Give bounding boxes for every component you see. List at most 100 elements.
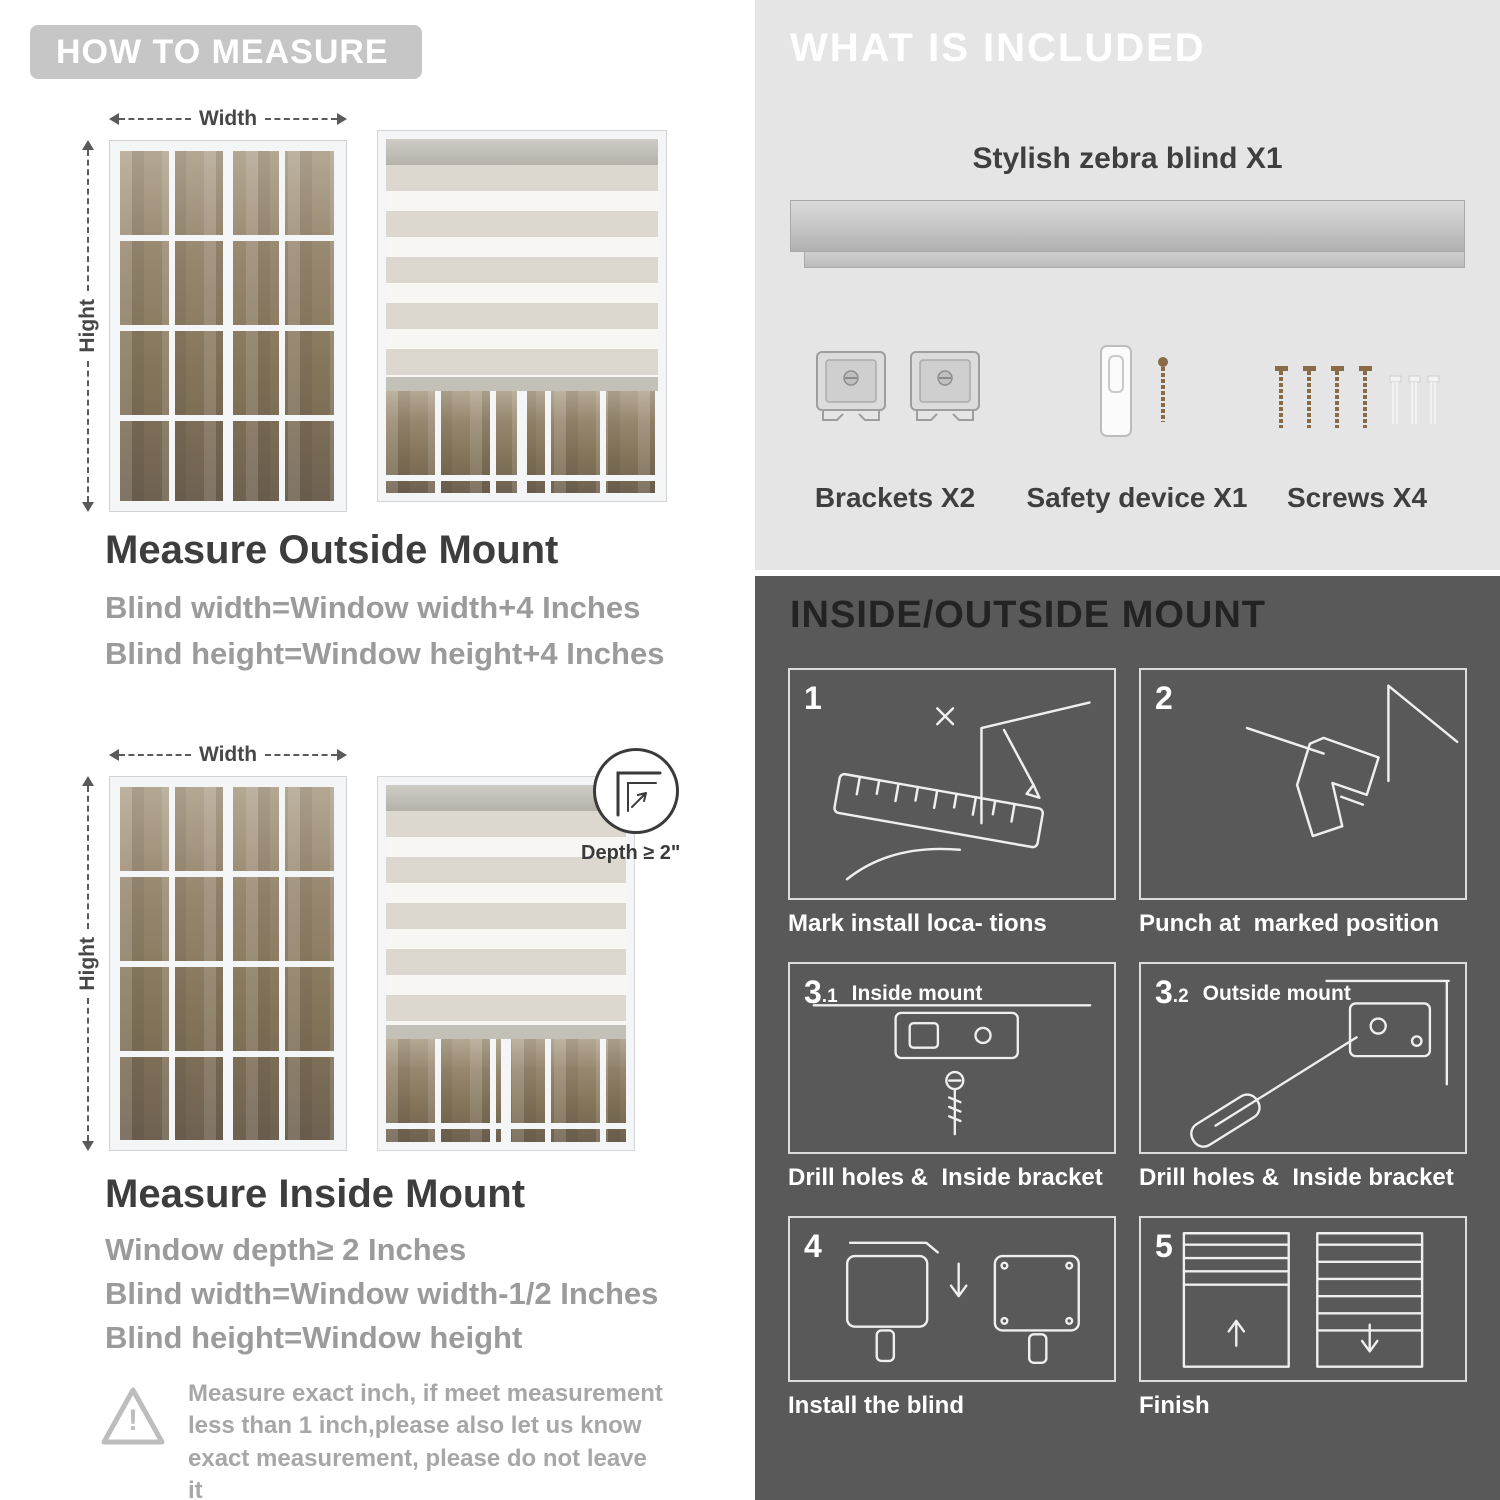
screws-icon <box>1275 366 1440 428</box>
inside-bracket-screw-icon <box>812 1004 1092 1136</box>
width-measure-arrow: Width <box>109 743 347 766</box>
window-photo <box>109 776 347 1151</box>
blind-stripes <box>386 165 658 378</box>
step-number-main: 1 <box>804 680 822 716</box>
step-2-illustration: 2 <box>1139 668 1467 900</box>
inside-rule-depth: Window depth≥ 2 Inches <box>105 1232 467 1267</box>
outside-formula-height: Blind height=Window height+4 Inches <box>105 636 665 671</box>
blind-cassette <box>386 785 626 811</box>
arrowhead-up-icon <box>82 140 94 150</box>
step-caption: Drill holes & Inside bracket <box>1139 1164 1454 1191</box>
arrowhead-right-icon <box>337 749 347 761</box>
inside-formula-height: Blind height=Window height <box>105 1320 523 1355</box>
dashed-line <box>119 118 191 120</box>
arrowhead-right-icon <box>337 113 347 125</box>
width-label: Width <box>198 743 258 766</box>
step-5: 5 <box>1139 1216 1467 1420</box>
step-number-sub: .2 <box>1172 986 1189 1007</box>
mount-header: INSIDE/OUTSIDE MOUNT <box>790 594 1267 636</box>
window-corner-detail-icon <box>616 771 662 817</box>
inside-mount-figure: Width Hight Depth ≥ 2" <box>75 736 725 1166</box>
window-glass <box>120 787 336 1140</box>
blind-headrail-image <box>790 200 1465 268</box>
window-glass <box>386 1039 626 1142</box>
step-5-illustration: 5 <box>1139 1216 1467 1382</box>
step-number: 1 <box>804 680 836 717</box>
step-1: 1 <box>788 668 1116 938</box>
step-number: 5 <box>1155 1228 1187 1265</box>
dashed-line <box>87 998 89 1141</box>
zebra-blind-item-label: Stylish zebra blind X1 <box>972 142 1283 175</box>
step-tag: Outside mount <box>1202 982 1351 1005</box>
step-1-illustration: 1 <box>788 668 1116 900</box>
how-to-measure-header: HOW TO MEASURE <box>30 25 422 79</box>
blind-cassette <box>386 139 658 165</box>
headrail-bar <box>790 200 1465 252</box>
what-is-included-header: WHAT IS INCLUDED <box>790 26 1206 70</box>
measure-note: Measure exact inch, if meet measurement … <box>188 1380 663 1500</box>
dashed-line <box>87 360 89 502</box>
dashed-line <box>265 118 337 120</box>
drill-icon <box>1245 684 1459 838</box>
brackets-image <box>811 348 985 428</box>
window-glass <box>386 391 658 493</box>
install-blind-icon <box>845 1241 1080 1365</box>
step-number-main: 3 <box>1155 974 1173 1010</box>
outside-mount-figure: Width Hight <box>75 100 725 530</box>
blind-bottom-rail <box>386 1025 626 1040</box>
step-number-sub: .1 <box>821 986 838 1007</box>
mount-steps-grid: 1 <box>788 668 1467 1420</box>
step-number: 2 <box>1155 680 1187 717</box>
depth-label: Depth ≥ 2" <box>581 842 681 864</box>
step-4: 4 Install the blind <box>788 1216 1116 1420</box>
window-photo <box>109 140 347 512</box>
arrowhead-down-icon <box>82 1141 94 1151</box>
step-caption: Punch at marked position <box>1139 910 1440 937</box>
dashed-line <box>119 754 191 756</box>
step-number-main: 3 <box>804 974 822 1010</box>
blind-stripes <box>386 811 626 1026</box>
outside-mount-title: Measure Outside Mount <box>105 528 559 572</box>
arrowhead-left-icon <box>109 749 119 761</box>
height-measure-arrow: Hight <box>75 140 101 512</box>
step-caption: Install the blind <box>788 1392 965 1419</box>
what-is-included-panel: WHAT IS INCLUDED Stylish zebra blind X1 <box>755 0 1500 570</box>
width-label: Width <box>198 107 258 130</box>
bracket-icon <box>816 351 886 421</box>
mark-location-icon <box>833 701 1091 881</box>
mount-instructions-panel: INSIDE/OUTSIDE MOUNT 1 <box>755 576 1500 1500</box>
step-caption: Drill holes & Inside bracket <box>788 1164 1103 1191</box>
inside-formula-width: Blind width=Window width-1/2 Inches <box>105 1276 659 1311</box>
depth-detail-callout <box>593 748 679 834</box>
step-number: 3.1 Inside mount <box>804 974 982 1011</box>
inside-mount-title: Measure Inside Mount <box>105 1172 526 1216</box>
window-glass <box>120 151 336 501</box>
dashed-line <box>87 786 89 929</box>
step-number: 4 <box>804 1228 836 1265</box>
exclamation-mark: ! <box>128 1404 138 1437</box>
step-number-main: 4 <box>804 1228 822 1264</box>
warning-triangle-icon <box>101 1387 165 1445</box>
outside-bracket-screwdriver-icon <box>1190 979 1450 1148</box>
blind-bottom-rail <box>386 377 658 392</box>
step-number: 3.2 Outside mount <box>1155 974 1351 1011</box>
outside-formula-width: Blind width=Window width+4 Inches <box>105 590 641 625</box>
safety-device-icon <box>1100 345 1168 437</box>
step-caption: Mark install loca- tions <box>788 910 1047 937</box>
step-4-illustration: 4 <box>788 1216 1116 1382</box>
step-tag: Inside mount <box>851 982 983 1005</box>
finish-blinds-icon <box>1182 1232 1424 1368</box>
arrowhead-left-icon <box>109 113 119 125</box>
step-2: 2 Punch at marked position <box>1139 668 1467 938</box>
bracket-icon <box>910 351 980 421</box>
step-number-main: 5 <box>1155 1228 1173 1264</box>
headrail-lip <box>804 252 1465 268</box>
width-measure-arrow: Width <box>109 107 347 130</box>
safety-device-label: Safety device X1 <box>1026 482 1248 513</box>
step-3-1: 3.1 Inside mount Drill holes & In <box>788 962 1116 1192</box>
arrowhead-down-icon <box>82 502 94 512</box>
height-label: Hight <box>76 299 99 353</box>
arrowhead-up-icon <box>82 776 94 786</box>
dashed-line <box>265 754 337 756</box>
zebra-blind-photo <box>377 130 667 502</box>
